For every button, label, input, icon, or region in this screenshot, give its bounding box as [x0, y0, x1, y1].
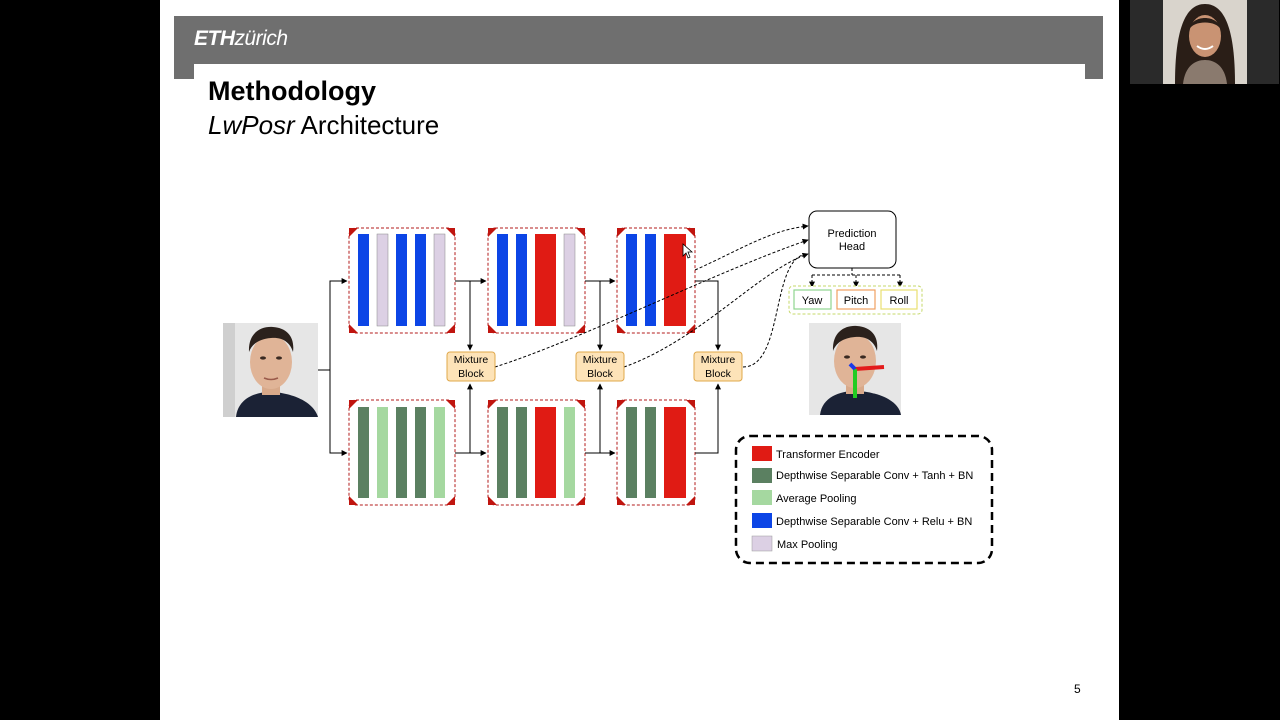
- mouse-cursor-icon: [682, 243, 694, 259]
- diagram-legend: Transformer Encoder Depthwise Separable …: [734, 434, 994, 565]
- bottom-stage-1: [348, 399, 456, 506]
- legend-label-transformer: Transformer Encoder: [776, 449, 880, 461]
- slide-subtitle: LwPosr Architecture: [208, 110, 439, 141]
- svg-text:Mixture: Mixture: [454, 354, 489, 366]
- output-yaw: Yaw: [802, 295, 823, 307]
- legend-label-max-pool: Max Pooling: [777, 539, 838, 551]
- face-input-image: [223, 323, 318, 417]
- pose-outputs: Yaw Pitch Roll: [788, 285, 923, 315]
- svg-text:Prediction: Prediction: [828, 228, 877, 240]
- slide-content-card: [194, 64, 1085, 80]
- presenter-avatar: [1163, 0, 1247, 84]
- eth-zurich-logo: ETHzürich: [194, 27, 288, 50]
- legend-label-conv-relu: Depthwise Separable Conv + Relu + BN: [776, 516, 972, 528]
- svg-text:Block: Block: [587, 368, 613, 380]
- stage-connectors: [455, 278, 721, 456]
- subtitle-rest: Architecture: [294, 110, 440, 140]
- presenter-video: [1130, 0, 1279, 84]
- mixture-block-1: Mixture Block: [446, 351, 496, 382]
- svg-text:Block: Block: [705, 368, 731, 380]
- top-stage-2: [487, 227, 586, 334]
- output-roll: Roll: [890, 295, 909, 307]
- presentation-slide: ETHzürich Methodology LwPosr Architectur…: [160, 0, 1119, 720]
- subtitle-model-name: LwPosr: [208, 110, 295, 140]
- legend-label-conv-tanh: Depthwise Separable Conv + Tanh + BN: [776, 470, 973, 482]
- axes-overlay-icon: [848, 362, 885, 398]
- legend-label-avg-pool: Average Pooling: [776, 493, 857, 505]
- bottom-stage-3: [616, 399, 696, 506]
- slide-title: Methodology: [208, 76, 376, 106]
- head-to-outputs-lines: [809, 268, 903, 288]
- architecture-diagram: Mixture Block Mixture Block Mixture Bloc…: [223, 210, 994, 565]
- mixture-block-3: Mixture Block: [693, 351, 743, 382]
- mixture-block-2: Mixture Block: [575, 351, 625, 382]
- output-pitch: Pitch: [844, 295, 868, 307]
- prediction-head: Prediction Head: [808, 210, 897, 269]
- bottom-stage-2: [487, 399, 586, 506]
- svg-text:Mixture: Mixture: [583, 354, 618, 366]
- input-branch-lines: [318, 278, 348, 456]
- top-stage-1: [348, 227, 456, 334]
- svg-text:Head: Head: [839, 241, 865, 253]
- svg-text:Block: Block: [458, 368, 484, 380]
- dashed-head-connectors: [494, 223, 809, 368]
- page-number: 5: [1074, 682, 1081, 696]
- svg-text:Mixture: Mixture: [701, 354, 736, 366]
